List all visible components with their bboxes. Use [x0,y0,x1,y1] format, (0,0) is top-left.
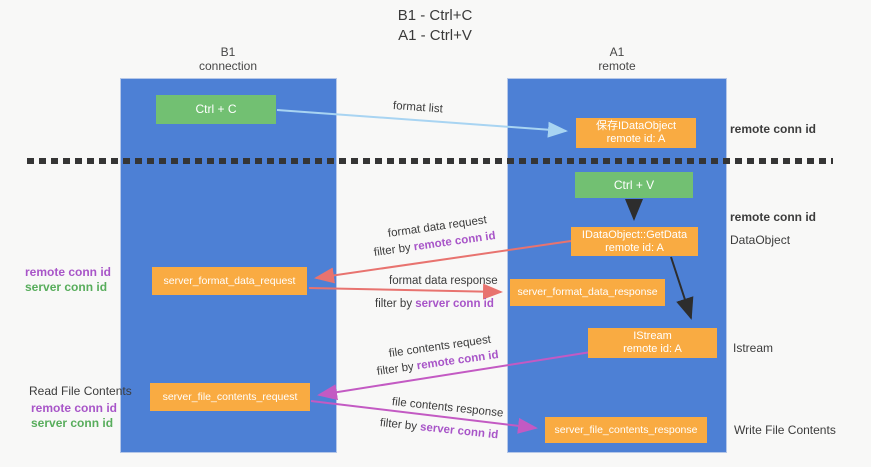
node-server-file-contents-request: server_file_contents_request [150,383,310,411]
node-istream-line1: IStream [633,330,672,342]
node-server-file-contents-response: server_file_contents_response [545,417,707,443]
lane-b1-subtitle: connection [198,59,258,73]
lane-b1-name: B1 [220,45,236,59]
node-save-idataobject-line2: remote id: A [606,133,666,145]
label-filter-server-1: filter by server conn id [375,298,494,310]
diagram-title: B1 - Ctrl+C A1 - Ctrl+V [300,6,570,46]
title-line-2: A1 - Ctrl+V [398,27,472,44]
label-format-list: format list [392,100,444,116]
title-line-1: B1 - Ctrl+C [397,7,473,24]
node-format-response-label: server_format_data_response [517,286,658,298]
node-ctrl-v-label: Ctrl + V [613,177,655,192]
server-conn-id-text: server conn id [419,421,499,442]
node-istream-line2: remote id: A [623,343,682,355]
node-idataobject-getdata: IDataObject::GetData remote id: A [571,227,698,256]
annotation-remote-conn-id-mid: remote conn id [730,210,817,224]
node-save-idataobject-line1: 保存IDataObject [595,120,677,132]
lane-a1-subtitle: remote [598,59,636,73]
node-file-response-label: server_file_contents_response [554,423,698,436]
arrow-format-data-response [308,283,503,300]
filter-by-text: filter by [379,417,421,434]
dashed-separator-line [27,158,833,164]
annotation-istream: Istream [733,341,774,355]
label-filter-server-2: filter by server conn id [379,417,498,441]
left-remote-conn-id-top: remote conn id [25,265,112,279]
node-getdata-line1: IDataObject::GetData [581,228,688,241]
label-file-contents-response: file contents response [391,396,504,420]
node-ctrl-v: Ctrl + V [575,172,693,198]
node-ctrl-c-label: Ctrl + C [195,102,237,116]
node-save-idataobject: 保存IDataObject remote id: A [576,118,696,148]
filter-by-text: filter by [376,360,418,378]
node-file-request-label: server_file_contents_request [162,390,298,403]
node-server-format-data-response: server_format_data_response [510,279,665,306]
annotation-write-file-contents: Write File Contents [734,423,836,437]
lane-header-b1: B1 connection [168,45,288,73]
annotation-conn-ids-top: remote conn id server conn id [25,265,111,295]
node-server-format-data-request: server_format_data_request [152,267,307,295]
lane-header-a1: A1 remote [557,45,677,73]
node-istream: IStream remote id: A [588,328,717,358]
filter-by-text: filter by [375,298,416,310]
annotation-remote-conn-id-top: remote conn id [730,122,817,136]
server-conn-id-text: server conn id [415,298,494,310]
annotation-conn-ids-bottom: remote conn id server conn id [31,401,117,431]
annotation-read-file-contents: Read File Contents [29,384,132,398]
annotation-dataobject: DataObject [730,233,791,247]
node-ctrl-c: Ctrl + C [156,95,276,124]
node-format-request-label: server_format_data_request [163,274,296,287]
left-remote-conn-id-bottom: remote conn id [31,401,118,415]
left-server-conn-id-bottom: server conn id [31,416,114,430]
filter-by-text: filter by [373,241,415,259]
lane-a1-name: A1 [609,45,625,59]
node-getdata-line2: remote id: A [605,241,664,254]
left-server-conn-id-top: server conn id [25,280,108,294]
label-format-data-response: format data response [389,275,498,287]
